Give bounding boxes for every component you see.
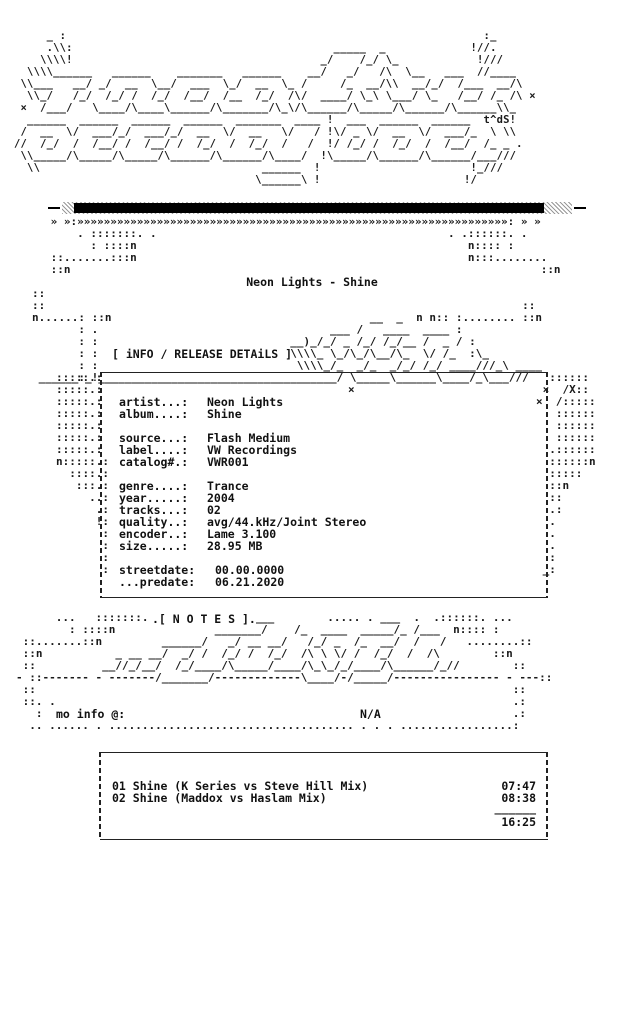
field-key: source...: xyxy=(119,431,189,445)
header-progress-bar xyxy=(48,202,586,214)
field-value: Trance xyxy=(207,479,249,493)
field-predate: ...predate: 06.21.2020 xyxy=(119,576,539,588)
field-streetdate: streetdate: 00.00.0000 xyxy=(119,564,539,576)
release-title: Neon Lights - Shine xyxy=(246,275,378,289)
field-key: quality..: xyxy=(119,515,189,529)
field-key: catalog#.: xyxy=(119,455,189,469)
field-key: album....: xyxy=(119,407,189,421)
tracklist-separator: ______ xyxy=(494,801,536,815)
field-tracks: tracks...: 02 xyxy=(119,504,539,516)
field-value: 00.00.0000 xyxy=(215,563,285,577)
tracklist-left-line xyxy=(99,752,101,838)
field-year: year.....: 2004 xyxy=(119,492,539,504)
track-time: 07:47 xyxy=(501,779,536,793)
field-value: Flash Medium xyxy=(207,431,291,445)
info-frame-right-line xyxy=(546,372,548,598)
field-key: genre....: xyxy=(119,479,189,493)
info-frame-top-line xyxy=(100,372,548,373)
field-value: VW Recordings xyxy=(207,443,298,457)
info-frame-top-art: :: :: :: n......: ::n __ _ n n:: :......… xyxy=(32,287,542,384)
notes-label: mo info @: xyxy=(56,707,126,721)
field-value: Shine xyxy=(207,407,242,421)
field-label: label....: VW Recordings xyxy=(119,444,539,456)
field-value: VWR001 xyxy=(207,455,249,469)
track-name: 02 Shine (Maddox vs Haslam Mix) xyxy=(112,791,327,805)
bar-fill xyxy=(74,203,544,213)
field-artist: artist...: Neon Lights xyxy=(119,396,539,408)
field-source: source...: Flash Medium xyxy=(119,432,539,444)
track-row: 02 Shine (Maddox vs Haslam Mix) 08:38 xyxy=(112,792,536,804)
field-key: encoder..: xyxy=(119,527,189,541)
notes-heading: .[ N O T E S ]. xyxy=(152,612,256,626)
field-value: 06.21.2020 xyxy=(215,575,285,589)
tracklist-right-line xyxy=(546,752,548,838)
field-value: avg/44.kHz/Joint Stereo xyxy=(207,515,367,529)
field-value: 2004 xyxy=(207,491,235,505)
decor-x-mark: × xyxy=(348,383,355,396)
field-value: Neon Lights xyxy=(207,395,284,409)
bar-right-dash xyxy=(574,207,586,209)
field-size: size.....: 28.95 MB xyxy=(119,540,539,552)
tracklist-box xyxy=(100,752,548,840)
track-row: 01 Shine (K Series vs Steve Hill Mix) 07… xyxy=(112,780,536,792)
field-catalog: catalog#.: VWR001 xyxy=(119,456,539,468)
field-key: streetdate: xyxy=(119,563,196,577)
track-time: 08:38 xyxy=(501,791,536,805)
field-key: tracks...: xyxy=(119,503,189,517)
tracklist-total-time: 16:25 xyxy=(501,815,536,829)
info-frame-left-line xyxy=(100,372,102,598)
field-key: size.....: xyxy=(119,539,189,553)
field-genre: genre....: Trance xyxy=(119,480,539,492)
field-key: year.....: xyxy=(119,491,189,505)
info-frame-right-art: :::::: × /X:: × /::::: :::::: :::::: :::… xyxy=(536,371,596,576)
bar-underline-art: » »:»»»»»»»»»»»»»»»»»»»»»»»»»»»»»»»»»»»»… xyxy=(50,215,561,276)
field-key: ...predate: xyxy=(119,575,196,589)
field-key: artist...: xyxy=(119,395,189,409)
field-key: label....: xyxy=(119,443,189,457)
ascii-logo-art: _ : :_ .\\: _____ _ !//. \\\\! _/ /_ xyxy=(14,30,536,186)
field-value: Lame 3.100 xyxy=(207,527,277,541)
field-quality: quality..: avg/44.kHz/Joint Stereo xyxy=(119,516,539,528)
info-section-heading: [ iNFO / RELEASE DETAiLS ] xyxy=(112,347,293,361)
notes-value: N/A xyxy=(360,707,381,721)
bar-left-dash xyxy=(48,207,60,209)
field-value: 02 xyxy=(207,503,221,517)
track-name: 01 Shine (K Series vs Steve Hill Mix) xyxy=(112,779,369,793)
info-frame-bottom-line xyxy=(100,597,548,598)
field-encoder: encoder..: Lame 3.100 xyxy=(119,528,539,540)
field-album: album....: Shine xyxy=(119,408,539,420)
field-value: 28.95 MB xyxy=(207,539,263,553)
notes-frame-art: ... :::::::. ____ ..... . ___ . .::::::.… xyxy=(16,611,553,732)
